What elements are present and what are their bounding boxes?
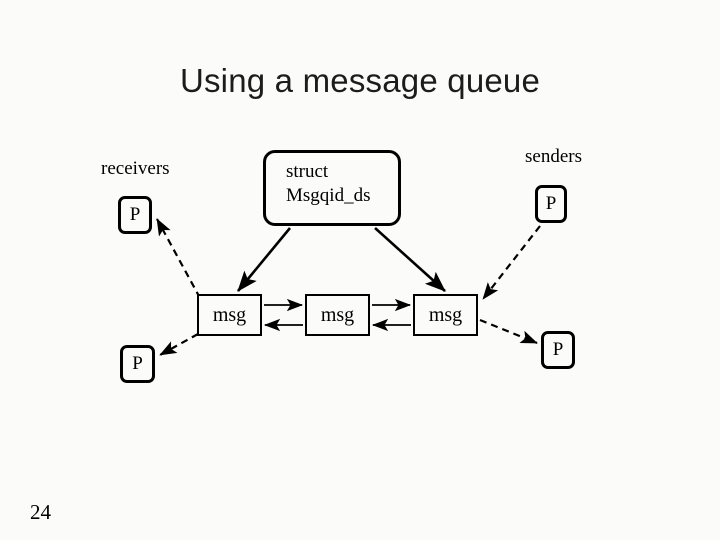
connector-struct-to-msg3: [374, 227, 446, 292]
page-number: 24: [30, 500, 51, 524]
page-title: Using a message queue: [179, 62, 541, 99]
msg-box-1: msg: [197, 294, 262, 336]
msg-box-3: msg: [413, 294, 478, 336]
group-label-senders: senders: [525, 146, 582, 167]
connector-struct-to-msg1: [236, 227, 292, 292]
group-label-receivers: receivers: [101, 158, 170, 179]
connector-msg1-to-receiver-top: [156, 218, 201, 299]
process-box-receiver-bottom: P: [120, 345, 155, 383]
process-box-receiver-top: P: [118, 196, 152, 234]
msg-box-2: msg: [305, 294, 370, 336]
struct-type-name: Msgqid_ds: [286, 185, 371, 207]
struct-msgqid-ds-box: struct Msgqid_ds: [263, 150, 401, 226]
connector-sender-top-to-msg3: [482, 225, 541, 300]
process-box-sender-bottom: P: [541, 331, 575, 369]
connector-msg3-to-sender-bottom: [479, 318, 538, 345]
process-box-sender-top: P: [535, 185, 567, 223]
connector-msg1-to-receiver-bottom: [159, 333, 199, 356]
struct-keyword: struct: [286, 161, 329, 182]
